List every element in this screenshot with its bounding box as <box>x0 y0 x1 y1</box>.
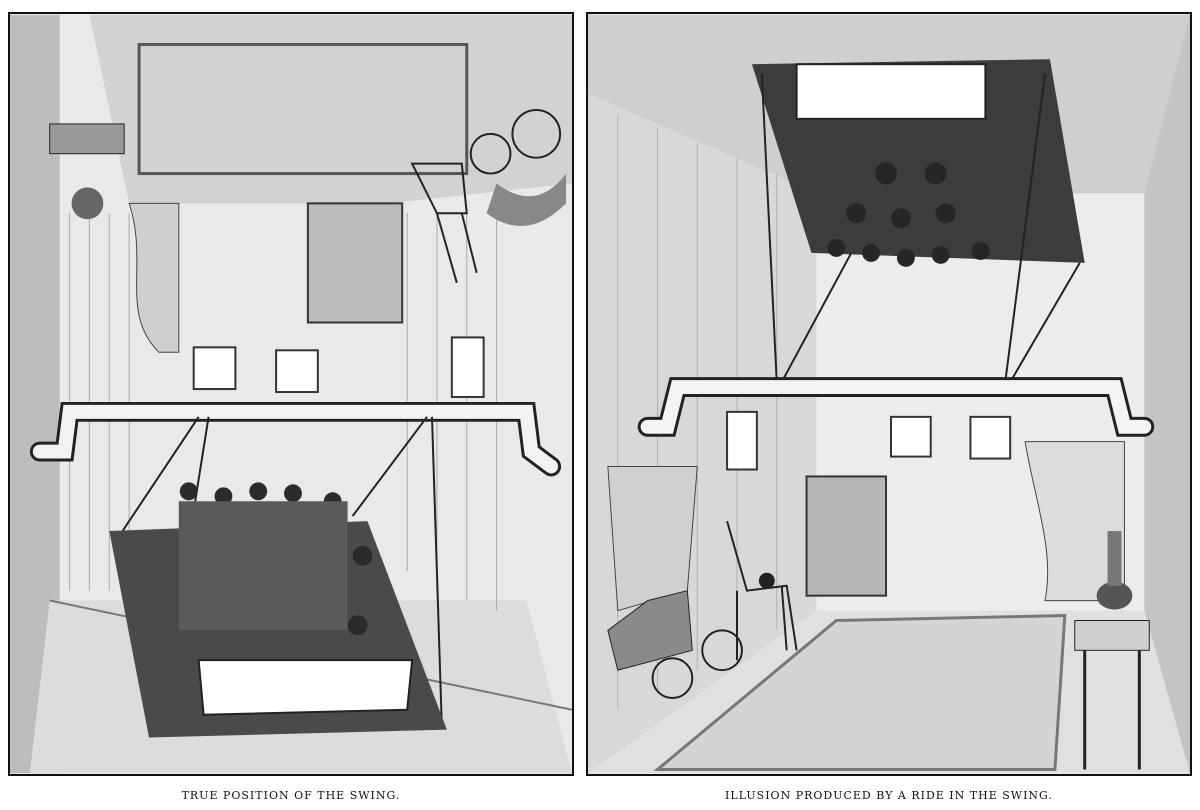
figure-caption-right: ILLUSION PRODUCED BY A RIDE IN THE SWING… <box>725 789 1053 802</box>
carriage-wheel-icon <box>651 657 694 699</box>
picture-frame <box>889 415 932 458</box>
inverted-passengers <box>827 162 990 267</box>
carriage-wheel-icon <box>701 629 743 672</box>
cabinet <box>805 475 888 597</box>
inverted-lamp-icon <box>71 187 104 220</box>
baby-carriage <box>607 590 693 671</box>
swing-end-board <box>197 659 414 716</box>
swing-passengers <box>178 482 373 636</box>
picture-frame <box>192 346 237 391</box>
true-position-drawing <box>10 14 572 774</box>
illusion-drawing <box>588 14 1190 774</box>
figure-caption-left: TRUE POSITION OF THE SWING. <box>181 789 401 802</box>
picture-frame <box>450 336 485 398</box>
hat-icon <box>758 572 775 589</box>
lamp-chimney <box>1107 531 1122 586</box>
inverted-cabinet <box>306 202 404 324</box>
wall-curtain <box>607 466 698 612</box>
carriage-wheel-icon <box>469 132 512 175</box>
lamp-icon <box>1096 581 1133 610</box>
window-curtain <box>1024 441 1125 602</box>
ceiling <box>89 14 572 204</box>
inverted-table <box>49 123 125 155</box>
inverted-curtain <box>128 202 180 353</box>
inverted-swing-end-board <box>795 63 987 120</box>
carriage-wheel-icon <box>511 109 562 159</box>
right-wall <box>1144 14 1190 774</box>
picture-frame <box>726 410 758 471</box>
swing-axle-pipe <box>640 380 1152 434</box>
rug <box>653 614 1067 771</box>
inverted-baby-carriage <box>486 173 567 227</box>
picture-frame <box>969 415 1012 460</box>
illustration-illusion <box>586 12 1192 776</box>
left-wall <box>10 14 60 774</box>
picture-frame <box>275 349 319 394</box>
swing-ropes <box>760 73 1081 383</box>
swing-axle-pipe <box>32 404 559 474</box>
side-table <box>1074 619 1150 651</box>
illustration-true-position <box>8 12 574 776</box>
inverted-chair <box>410 162 478 284</box>
ceiling-panel <box>137 42 469 176</box>
